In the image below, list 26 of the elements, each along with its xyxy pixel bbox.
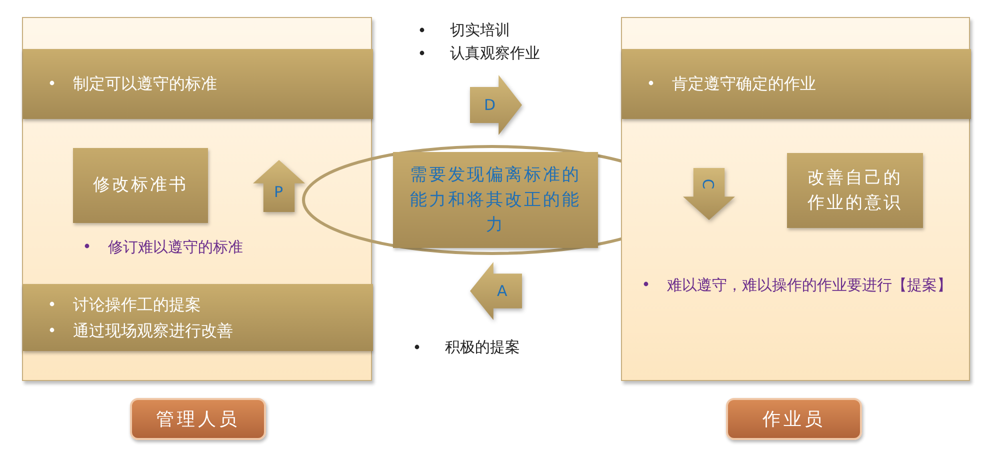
panel-background <box>22 17 372 381</box>
bullet-text: 认真观察作业 <box>450 43 540 63</box>
bullet-text: 难以遵守，难以操作的作业要进行【提案】 <box>667 275 953 296</box>
box-text: 需要发现偏离标准的能力和将其改正的能力 <box>409 164 582 236</box>
header-band <box>23 284 373 351</box>
header-band <box>622 49 971 119</box>
text-box <box>73 148 208 223</box>
step-letter: D <box>484 95 496 115</box>
panel-background <box>621 17 970 381</box>
step-letter: A <box>497 281 508 301</box>
role-button: 作业员 <box>726 398 862 440</box>
bullet-text: 通过现场观察进行改善 <box>73 320 234 342</box>
bullet-text: 肯定遵守确定的作业 <box>672 73 817 95</box>
text-box <box>787 153 923 228</box>
box-text: 修改标准书 <box>92 174 189 197</box>
role-button: 管理人员 <box>130 398 266 440</box>
bullet-text: 修订难以遵守的标准 <box>108 237 244 258</box>
text-box <box>393 152 598 248</box>
bullet-text: 积极的提案 <box>445 337 520 357</box>
box-text: 改善自己的作业的意识 <box>806 166 904 214</box>
step-letter: P <box>274 182 284 202</box>
bullet-text: 切实培训 <box>450 20 510 40</box>
step-letter: C <box>698 178 718 190</box>
bullet-text: 讨论操作工的提案 <box>73 294 202 316</box>
bullet-text: 制定可以遵守的标准 <box>73 73 218 95</box>
header-band <box>23 49 373 119</box>
